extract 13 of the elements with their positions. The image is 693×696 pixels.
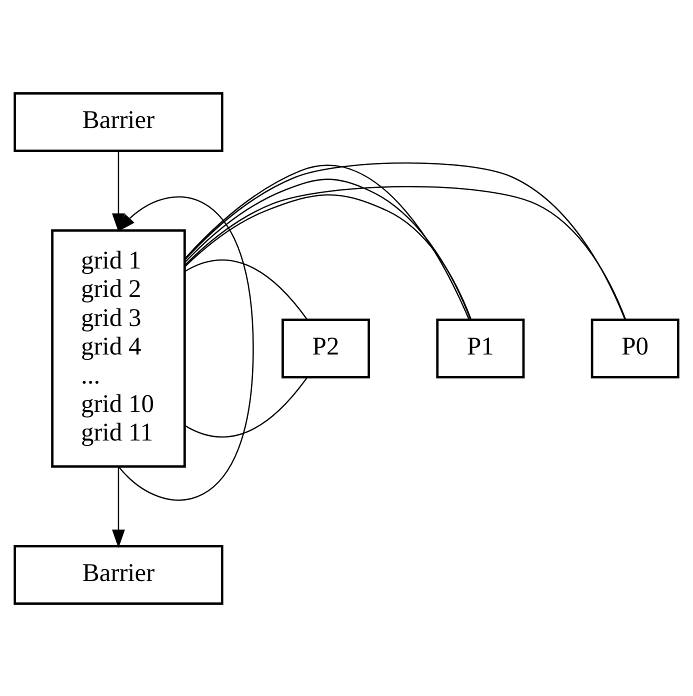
node-box: P2	[282, 318, 370, 378]
node-box: Barrier	[14, 544, 224, 604]
node-box: P1	[436, 318, 525, 378]
node-box: Barrier	[14, 92, 224, 152]
connector	[184, 186, 626, 320]
arrow	[112, 150, 125, 232]
connector	[184, 162, 626, 320]
connector	[184, 259, 308, 320]
node-box: grid 1 grid 2 grid 3 grid 4 ... grid 10 grid 11	[51, 228, 186, 468]
connector	[184, 376, 308, 437]
node-box: P0	[590, 318, 680, 378]
arrow	[117, 196, 254, 500]
arrow	[112, 466, 125, 548]
